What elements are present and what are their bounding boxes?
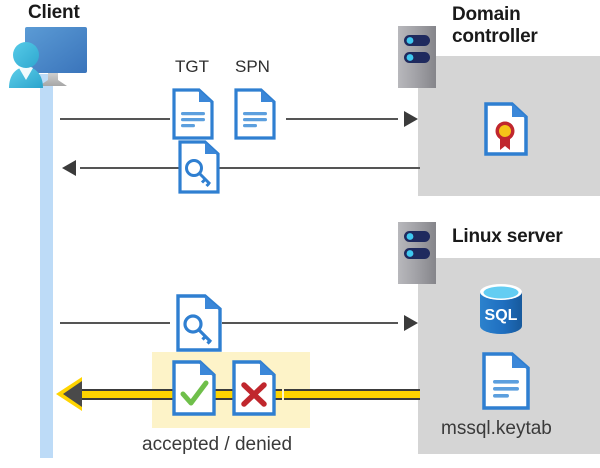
server-rack-icon (398, 222, 436, 284)
page-title-domain-controller: Domain controller (452, 4, 538, 47)
arrowhead-row3-right (404, 315, 418, 331)
tgt-document-icon (172, 88, 214, 145)
certificate-document-icon (484, 102, 528, 161)
flow-line-row2 (80, 167, 420, 169)
document-key-icon (178, 140, 220, 199)
flow-line-row1-left (60, 118, 170, 120)
keytab-document-icon (482, 352, 530, 415)
spn-document-icon (234, 88, 276, 145)
tgt-label: TGT (175, 57, 209, 76)
arrowhead-row4-inner (63, 381, 82, 407)
page-title-client: Client (28, 2, 80, 23)
sql-label: SQL (485, 307, 518, 324)
user-workstation-icon (4, 24, 96, 90)
client-lifeline (40, 74, 53, 458)
flow-line-row3-right (222, 322, 398, 324)
flow-line-row4-right (284, 389, 420, 400)
document-check-icon (172, 360, 216, 421)
page-title-linux-server: Linux server (452, 226, 563, 247)
sql-database-icon: SQL (472, 280, 530, 343)
flow-line-row3-left (60, 322, 170, 324)
keytab-filename-label: mssql.keytab (441, 418, 552, 439)
arrowhead-row1-right (404, 111, 418, 127)
spn-label: SPN (235, 57, 270, 76)
flow-line-row1-right (286, 118, 398, 120)
document-cross-icon (232, 360, 276, 421)
arrowhead-row2-left (62, 160, 76, 176)
document-key-icon (176, 294, 222, 357)
accepted-denied-label: accepted / denied (142, 434, 293, 455)
server-rack-icon (398, 26, 436, 88)
